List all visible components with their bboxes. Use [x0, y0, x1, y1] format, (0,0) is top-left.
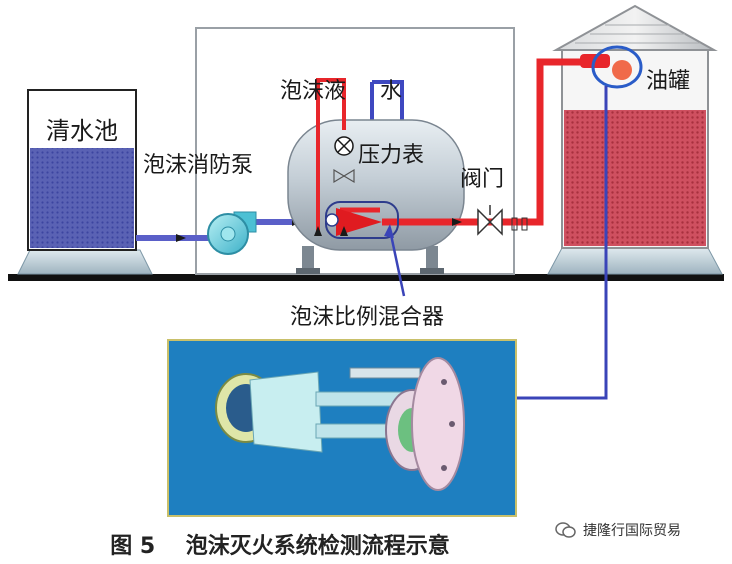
foam-pump-label: 泡沫消防泵 [143, 153, 253, 178]
pressure-gauge-icon [334, 136, 354, 156]
foam-chamber-highlight [591, 45, 643, 89]
water-label: 水 [380, 79, 402, 104]
valve-small-icon [333, 168, 355, 184]
foam-pipe [314, 58, 590, 236]
pump-room-frame [195, 27, 515, 275]
brand-watermark: 捷隆行国际贸易 [555, 520, 681, 540]
foam-proportioner-label: 泡沫比例混合器 [290, 305, 444, 330]
figure-title: 泡沫灭火系统检测流程示意 [185, 534, 450, 559]
ground-line [8, 274, 724, 281]
figure-caption: 图 5 泡沫灭火系统检测流程示意 [0, 528, 560, 560]
brand-name: 捷隆行国际贸易 [583, 523, 681, 539]
oil-tank-label: 油罐 [646, 69, 690, 94]
proportioner-leader-arrow [384, 224, 394, 238]
valve-icon [477, 205, 528, 236]
pressure-gauge-label: 压力表 [358, 143, 424, 168]
figure-number: 图 5 [110, 534, 156, 559]
oil-tank [547, 4, 723, 275]
proportioner-detail-panel [167, 339, 517, 517]
proportioner-inlet [325, 213, 339, 227]
proportioner-leader [388, 229, 406, 297]
valve-label: 阀门 [460, 167, 504, 192]
foam-liquid-label: 泡沫液 [280, 79, 346, 104]
foam-fire-pump [207, 211, 257, 255]
wechat-icon [555, 522, 576, 538]
foam-chamber [580, 45, 643, 89]
clear-water-pool-label: 清水池 [46, 117, 118, 145]
clear-water-pool [17, 89, 153, 275]
